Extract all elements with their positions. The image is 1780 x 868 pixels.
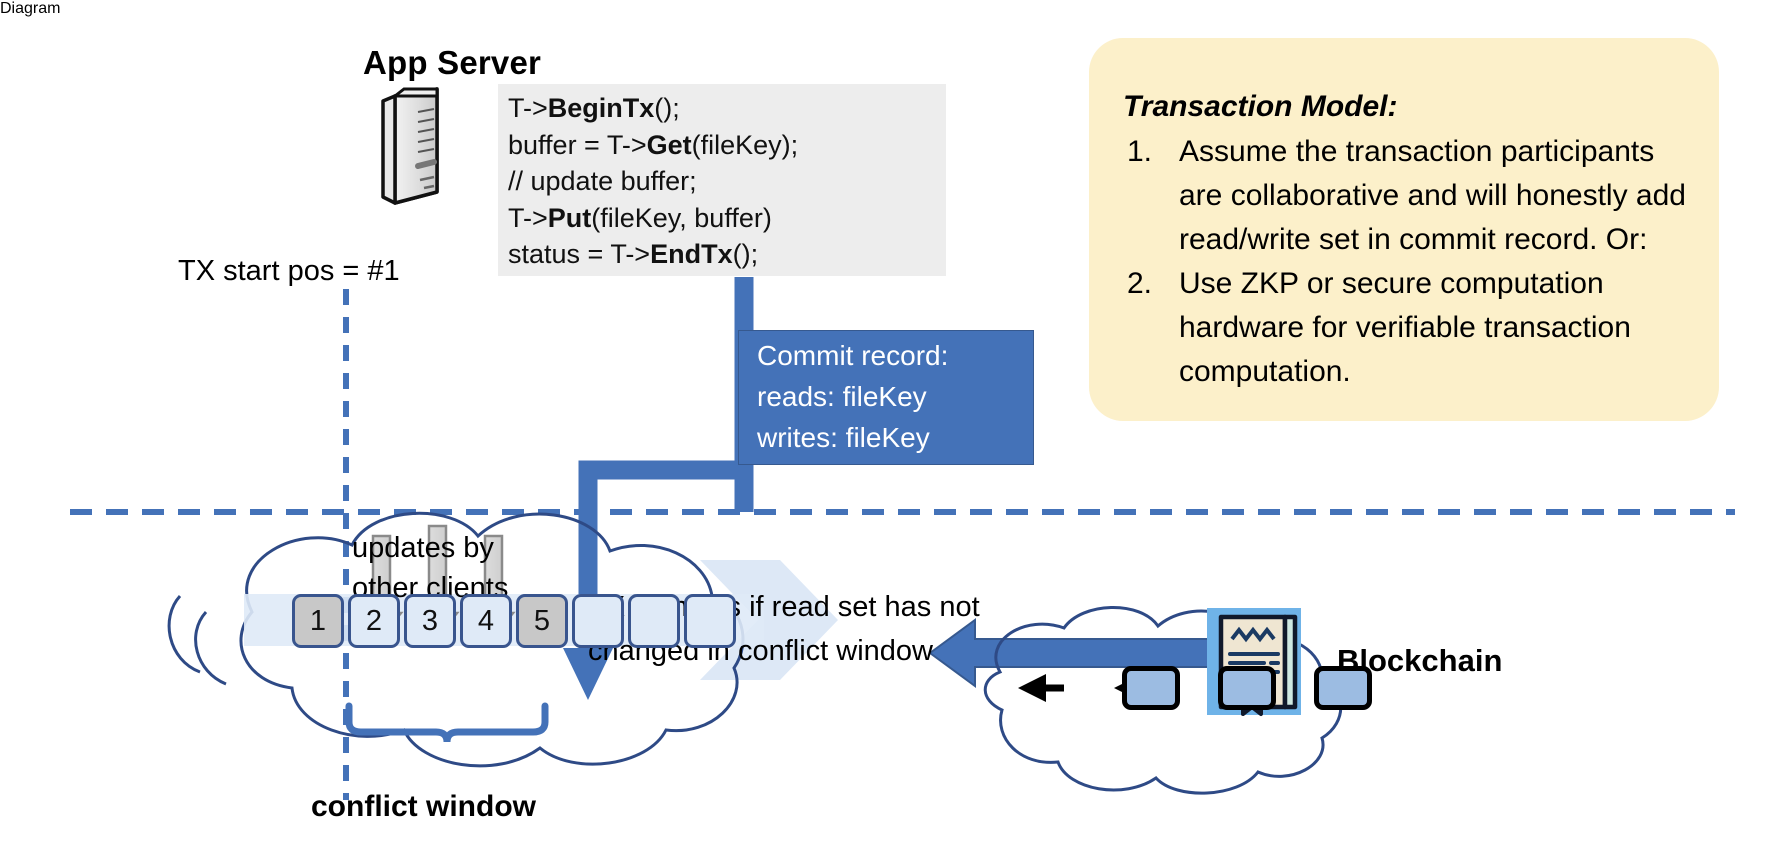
ledger-cell[interactable]: 4 [460,594,512,648]
code-line: status = T->EndTx(); [508,236,946,273]
ledger-cell[interactable] [628,594,680,648]
ledger-cell[interactable] [684,594,736,648]
list-item: 1. Assume the transaction participants a… [1123,130,1693,262]
server-tower-icon [381,87,439,205]
code-text: buffer = T-> [508,129,647,160]
list-item-number: 2. [1127,267,1153,300]
code-line: // update buffer; [508,163,946,200]
code-text: status = T-> [508,239,651,269]
code-text: (); [732,239,759,269]
ledger-cell[interactable] [572,594,624,648]
list-item-text: Assume the transaction participants are … [1179,135,1686,256]
code-keyword: EndTx [650,239,733,269]
transaction-model-list: 1. Assume the transaction participants a… [1123,130,1693,394]
list-item: 2. Use ZKP or secure computation hardwar… [1123,262,1693,394]
blockchain-block[interactable] [1314,666,1372,710]
sync-double-arrow [928,618,1269,688]
blockchain-block[interactable] [1122,666,1180,710]
list-item-number: 1. [1127,135,1153,168]
transaction-model-note: Transaction Model: 1. Assume the transac… [1089,38,1719,421]
code-text: T-> [508,93,548,123]
code-text: (fileKey, buffer) [591,202,772,233]
ledger-cell[interactable]: 5 [516,594,568,648]
transaction-model-heading: Transaction Model: [1123,90,1398,123]
commit-record-line: reads: fileKey [757,381,927,412]
commit-record-line: Commit record: [757,340,949,371]
code-line: T->Put(fileKey, buffer) [508,200,946,237]
code-text: T-> [508,202,548,233]
ledger-cell[interactable]: 1 [292,594,344,648]
code-text: (fileKey); [691,129,799,160]
blockchain-block[interactable] [1218,666,1276,710]
ledger-cell[interactable]: 2 [348,594,400,648]
conflict-window-brace [345,702,549,743]
updates-label-line: updates by [352,532,494,564]
code-line: buffer = T->Get(fileKey); [508,127,946,164]
tx-start-pos-label: TX start pos = #1 [178,255,400,287]
code-keyword: Get [646,129,692,160]
code-keyword: BeginTx [547,93,655,123]
code-text: // update buffer; [508,166,697,196]
code-snippet-block: T->BeginTx();buffer = T->Get(fileKey);//… [498,84,946,276]
code-text: (); [654,93,680,123]
commit-record-line: writes: fileKey [757,422,930,453]
ledger-cell[interactable]: 3 [404,594,456,648]
list-item-text: Use ZKP or secure computation hardware f… [1179,267,1631,388]
conflict-window-label: conflict window [311,790,536,823]
code-keyword: Put [547,202,592,233]
commit-record-box: Commit record: reads: fileKey writes: fi… [738,330,1034,465]
code-line: T->BeginTx(); [508,90,946,127]
page-title: App Server [363,44,542,81]
